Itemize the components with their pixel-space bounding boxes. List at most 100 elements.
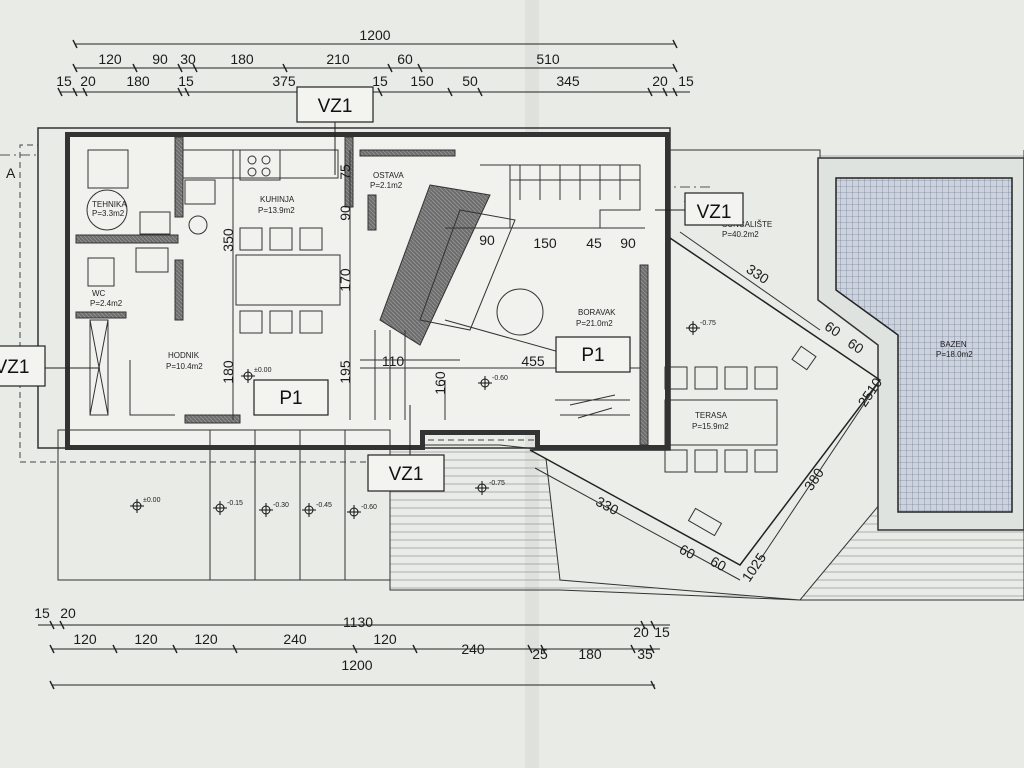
level-label: -0.75 (489, 480, 505, 487)
dim-label: 170 (337, 268, 353, 292)
dim-label: 195 (337, 360, 353, 384)
dim-label: 120 (134, 631, 158, 647)
room-name-hodnik: HODNIK (168, 351, 200, 360)
dim-label: 160 (432, 371, 448, 395)
dim-label: 455 (521, 353, 545, 369)
level-label: -0.75 (700, 320, 716, 327)
dim-label: 15 (56, 73, 72, 89)
top-dims-row2: 15 20 180 15 375 15 150 50 345 20 15 (56, 73, 694, 89)
dim-label: 180 (230, 51, 254, 67)
dim-label: 15 (654, 624, 670, 640)
vz1-label: VZ1 (389, 464, 424, 485)
dim-label: 150 (533, 235, 557, 251)
room-area-terasa: P=15.9m2 (692, 422, 729, 431)
level-label: -0.60 (492, 375, 508, 382)
level-markers (130, 321, 700, 519)
dim-label: 20 (60, 605, 76, 621)
pool (817, 157, 1024, 531)
dim-label: 120 (98, 51, 122, 67)
outdoor-steps (57, 429, 391, 581)
vz1-tag-top: VZ1 (296, 86, 374, 123)
dim-label: 20 (633, 624, 649, 640)
vz1-label: VZ1 (318, 96, 353, 117)
room-name-tehnika: TEHNIKA (92, 200, 127, 209)
dim-label: 90 (620, 235, 636, 251)
vz1-tag-left: VZ1 (0, 345, 46, 387)
bottom-dimension-lines (38, 620, 670, 690)
dim-label: 15 (34, 605, 50, 621)
dim-label: 90 (337, 205, 353, 221)
room-labels: TEHNIKA P=3.3m2 KUHINJA P=13.9m2 OSTAVA … (90, 171, 973, 431)
dim-label: 45 (586, 235, 602, 251)
dim-label: 75 (337, 164, 353, 180)
top-total-dim: 1200 (359, 27, 390, 43)
exterior-walls (65, 132, 670, 450)
vz1-tag-right: VZ1 (684, 192, 744, 226)
dim-label: 110 (382, 353, 405, 369)
dim-label: 20 (652, 73, 668, 89)
dim-label: 15 (372, 73, 388, 89)
dim-label: 120 (373, 631, 397, 647)
dim-label: 150 (410, 73, 434, 89)
level-label: -0.15 (227, 500, 243, 507)
dim-label: 120 (194, 631, 218, 647)
vz1-tag-bottom: VZ1 (367, 454, 445, 492)
p1-label: P1 (279, 388, 302, 409)
room-name-suncaliste: SUNČALIŠTE (722, 220, 772, 229)
dim-label: 15 (178, 73, 194, 89)
room-name-terasa: TERASA (695, 411, 728, 420)
vz1-label: VZ1 (0, 357, 29, 378)
dim-label: 345 (556, 73, 580, 89)
room-area-bazen: P=18.0m2 (936, 350, 973, 359)
dim-label: 350 (220, 228, 236, 252)
section-mark-left: A (6, 165, 16, 181)
dim-label: 330 (744, 261, 772, 287)
dim-label: 90 (152, 51, 168, 67)
dim-label: 30 (180, 51, 196, 67)
room-area-suncaliste: P=40.2m2 (722, 230, 759, 239)
dim-label: 35 (637, 646, 653, 662)
vz1-label: VZ1 (697, 202, 732, 223)
vz1-leaders (45, 122, 690, 455)
dim-label: 90 (479, 232, 495, 248)
interior-walls (75, 136, 649, 446)
room-name-bazen: BAZEN (940, 340, 967, 349)
room-area-hodnik: P=10.4m2 (166, 362, 203, 371)
level-label: ±0.00 (143, 497, 161, 504)
p1-label: P1 (581, 345, 604, 366)
dim-label: 180 (126, 73, 150, 89)
level-label: -0.60 (361, 504, 377, 511)
dim-label: 510 (536, 51, 560, 67)
dim-label: 1130 (343, 614, 373, 630)
p1-tag-hallway: P1 (253, 379, 329, 416)
room-name-boravak: BORAVAK (578, 308, 616, 317)
top-dims-row1: 120 90 30 180 210 60 510 (98, 51, 560, 67)
level-label: ±0.00 (254, 367, 272, 374)
dim-label: 240 (283, 631, 307, 647)
dim-label: 375 (272, 73, 296, 89)
room-name-kuhinja: KUHINJA (260, 195, 295, 204)
dim-label: 180 (220, 360, 236, 384)
room-area-ostava: P=2.1m2 (370, 181, 403, 190)
dim-label: 60 (822, 318, 844, 340)
p1-tag-living: P1 (555, 336, 631, 373)
room-name-ostava: OSTAVA (373, 171, 404, 180)
dim-label: 210 (326, 51, 350, 67)
level-label: -0.30 (273, 502, 289, 509)
dim-label: 20 (80, 73, 96, 89)
level-labels: ±0.00 -0.60 -0.75 ±0.00 -0.15 -0.30 -0.4… (143, 320, 716, 511)
room-area-wc: P=2.4m2 (90, 299, 123, 308)
room-area-boravak: P=21.0m2 (576, 319, 613, 328)
room-area-kuhinja: P=13.9m2 (258, 206, 295, 215)
level-label: -0.45 (316, 502, 332, 509)
dim-label: 240 (461, 641, 485, 657)
room-area-tehnika: P=3.3m2 (92, 209, 125, 218)
dim-label: 15 (678, 73, 694, 89)
bottom-dims: 15 20 1130 20 15 120 120 120 240 120 240… (34, 605, 670, 673)
dim-label: 60 (677, 541, 698, 563)
dim-label: 25 (532, 646, 548, 662)
dim-label: 1200 (341, 657, 372, 673)
top-dimension-lines (57, 39, 690, 97)
room-name-wc: WC (92, 289, 106, 298)
